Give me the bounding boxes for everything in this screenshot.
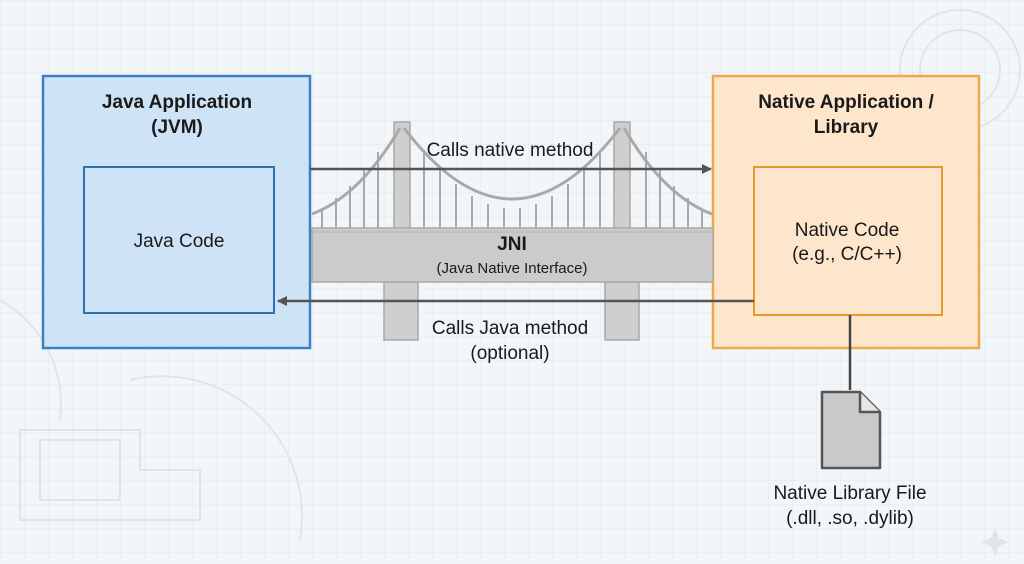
bridge-hangers [321, 150, 703, 228]
java-application-title: Java Application (JVM) [44, 90, 310, 140]
java-code-box [83, 166, 275, 314]
jni-subtitle: (Java Native Interface) [436, 260, 588, 277]
file-icon [820, 390, 882, 470]
library-file-label: Native Library File (.dll, .so, .dylib) [740, 481, 960, 531]
bridge-tower-right [613, 121, 631, 231]
native-code-label: Native Code (e.g., C/C++) [754, 219, 940, 267]
java-title-line2: (JVM) [151, 117, 203, 138]
calls-java-label: Calls Java method (optional) [400, 316, 620, 366]
sparkle-icon [981, 528, 1009, 556]
native-code-box [753, 166, 943, 316]
jni-bridge [311, 121, 714, 341]
bridge-pier-right [604, 281, 640, 341]
bridge-deck [311, 227, 714, 283]
java-title-line1: Java Application [101, 92, 253, 113]
bridge-pier-left [383, 281, 419, 341]
native-application-title: Native Application / Library [714, 90, 978, 140]
native-title-line2: Library [813, 117, 879, 138]
library-file-line2: (.dll, .so, .dylib) [786, 508, 914, 529]
library-file-line1: Native Library File [773, 483, 927, 504]
native-code-line2: (e.g., C/C++) [792, 244, 902, 265]
calls-native-label: Calls native method [426, 140, 594, 161]
calls-java-line1: Calls Java method [431, 318, 589, 339]
native-title-line1: Native Application / [758, 92, 934, 113]
bridge-cables [311, 127, 713, 216]
java-code-label: Java Code [133, 231, 225, 252]
native-code-line1: Native Code [794, 220, 900, 241]
jni-label: JNI [497, 234, 527, 255]
calls-java-line2: (optional) [470, 343, 550, 364]
bridge-tower-left [393, 121, 411, 231]
